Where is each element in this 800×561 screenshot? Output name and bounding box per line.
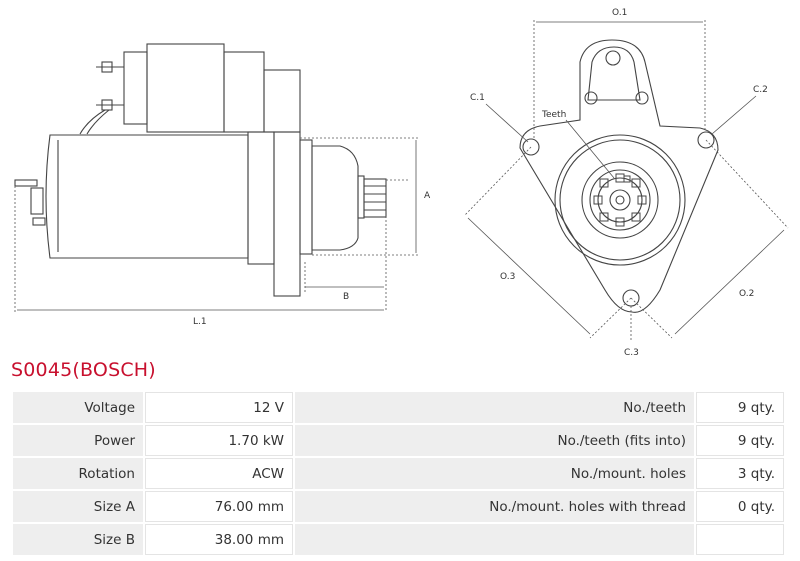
dim-label-b: B (343, 292, 349, 302)
spec-value: 9 qty. (696, 425, 784, 456)
product-title: S0045(BOSCH) (11, 359, 156, 381)
spec-label: No./teeth (fits into) (295, 425, 694, 456)
spec-value: 38.00 mm (145, 524, 293, 555)
spec-label: No./mount. holes (295, 458, 694, 489)
front-view (519, 39, 719, 313)
starter-technical-drawing: A B L.1 (14, 8, 789, 358)
spec-label: Rotation (13, 458, 143, 489)
spec-label: Power (13, 425, 143, 456)
dim-label-c2: C.2 (753, 85, 768, 95)
spec-value: 76.00 mm (145, 491, 293, 522)
spec-label: No./mount. holes with thread (295, 491, 694, 522)
dim-label-a: A (424, 191, 431, 201)
spec-label: No./teeth (295, 392, 694, 423)
spec-value: 1.70 kW (145, 425, 293, 456)
specs-table: Voltage 12 V No./teeth 9 qty. Power 1.70… (11, 390, 786, 557)
spec-label (295, 524, 694, 555)
dim-label-l1: L.1 (193, 317, 207, 327)
dim-label-teeth: Teeth (541, 110, 566, 120)
table-row: Size A 76.00 mm No./mount. holes with th… (13, 491, 784, 522)
table-row: Size B 38.00 mm (13, 524, 784, 555)
dim-label-o3: O.3 (500, 272, 515, 282)
spec-label: Voltage (13, 392, 143, 423)
dim-label-c1: C.1 (470, 93, 485, 103)
pinion-teeth (593, 173, 647, 227)
front-view-dimensions (464, 20, 789, 342)
side-view (14, 43, 387, 297)
spec-value: 9 qty. (696, 392, 784, 423)
table-row: Power 1.70 kW No./teeth (fits into) 9 qt… (13, 425, 784, 456)
front-view-dimension-arrows (467, 21, 785, 335)
spec-label: Size B (13, 524, 143, 555)
spec-label: Size A (13, 491, 143, 522)
spec-value (696, 524, 784, 555)
table-row: Rotation ACW No./mount. holes 3 qty. (13, 458, 784, 489)
dim-label-c3: C.3 (624, 348, 639, 358)
spec-value: 3 qty. (696, 458, 784, 489)
side-view-dimension-arrows (17, 140, 417, 311)
dim-label-o1: O.1 (612, 8, 627, 18)
dim-label-o2: O.2 (739, 289, 754, 299)
spec-value: ACW (145, 458, 293, 489)
spec-value: 12 V (145, 392, 293, 423)
table-row: Voltage 12 V No./teeth 9 qty. (13, 392, 784, 423)
spec-value: 0 qty. (696, 491, 784, 522)
